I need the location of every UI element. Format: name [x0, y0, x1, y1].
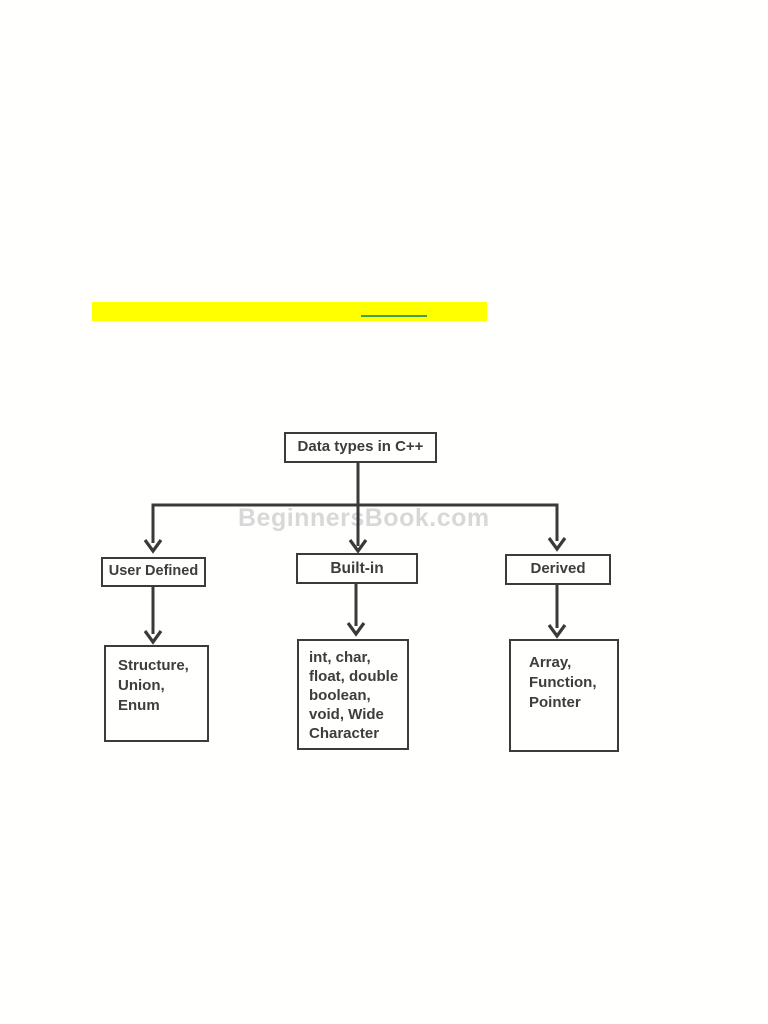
arrowhead-right-bottom [547, 624, 567, 639]
node-built-in-types: int, char, float, double boolean, void, … [297, 639, 409, 750]
arrowhead-right-top [547, 537, 567, 552]
node-built-in: Built-in [296, 553, 418, 584]
node-user-defined-types: Structure, Union, Enum [104, 645, 209, 742]
arrowhead-left-bottom [143, 630, 163, 645]
yellow-highlight-bar [92, 302, 487, 321]
arrowhead-left-top [143, 539, 163, 554]
link-underline[interactable] [361, 315, 427, 317]
node-derived-types: Array, Function, Pointer [509, 639, 619, 752]
watermark-text: BeginnersBook.com [238, 504, 490, 532]
arrowhead-middle-bottom [346, 622, 366, 637]
node-user-defined: User Defined [101, 557, 206, 587]
arrowhead-middle-top [348, 539, 368, 554]
node-derived: Derived [505, 554, 611, 585]
root-node-data-types: Data types in C++ [284, 432, 437, 463]
